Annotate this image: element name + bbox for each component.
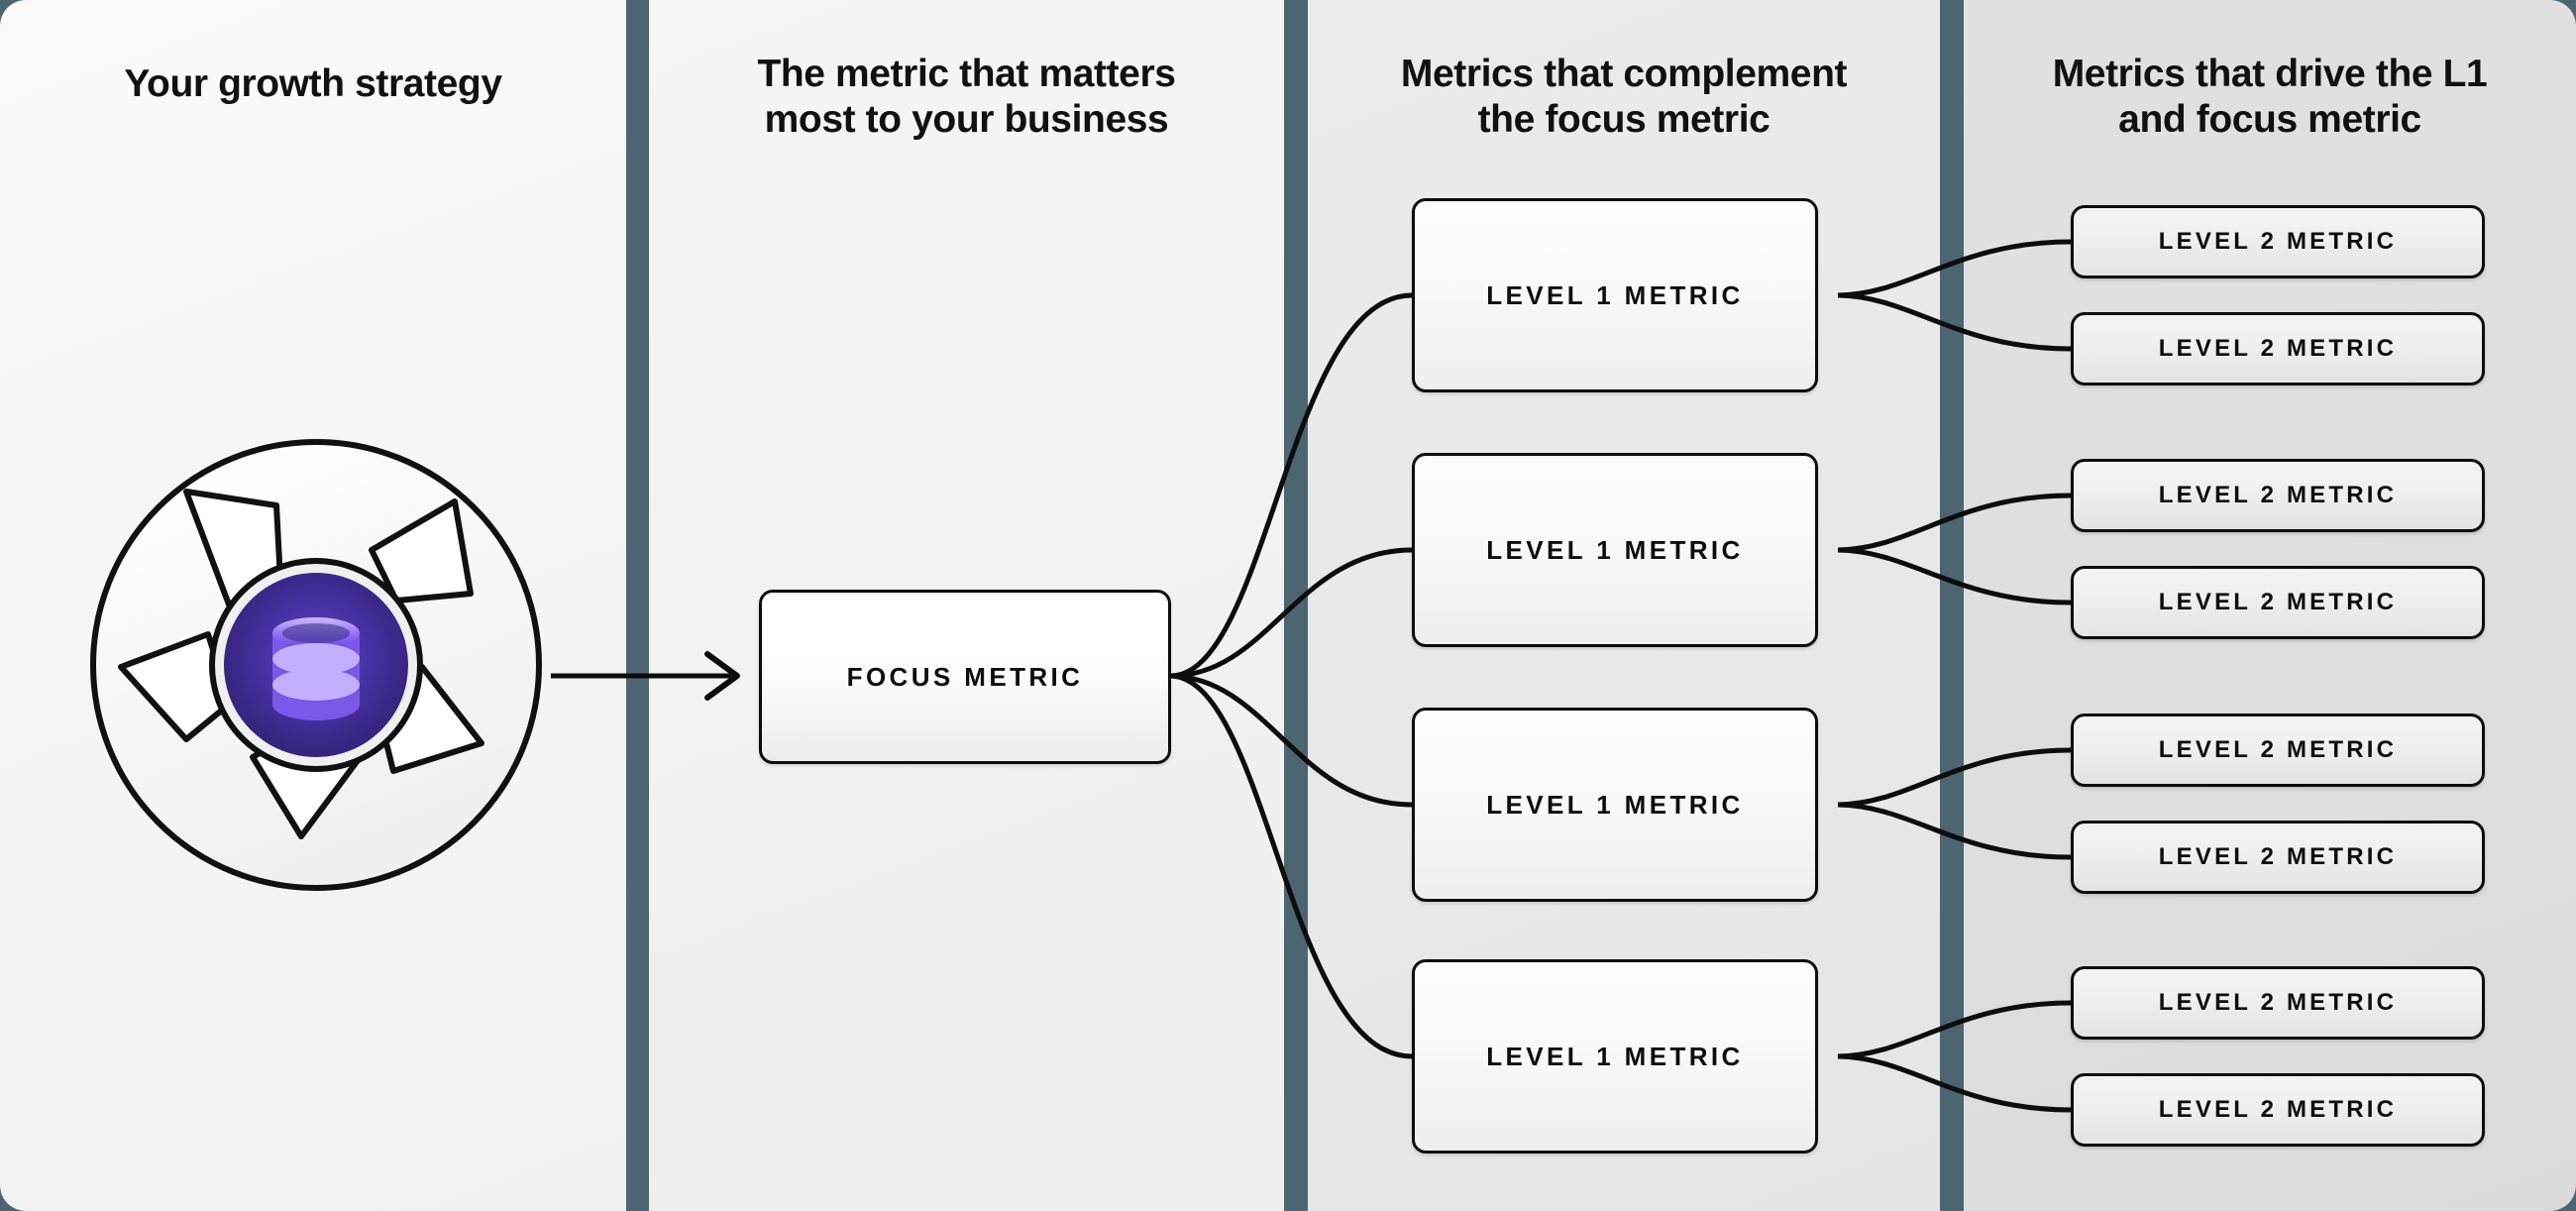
node-level-2-metric-7[interactable]: LEVEL 2 METRIC [2071, 966, 2485, 1040]
node-level-1-metric-4[interactable]: LEVEL 1 METRIC [1412, 959, 1818, 1154]
node-level-2-metric-4[interactable]: LEVEL 2 METRIC [2071, 566, 2485, 639]
node-level-2-metric-1[interactable]: LEVEL 2 METRIC [2071, 205, 2485, 278]
node-level-1-metric-1[interactable]: LEVEL 1 METRIC [1412, 198, 1818, 392]
column-divider-2 [1284, 0, 1307, 1211]
node-focus-metric[interactable]: FOCUS METRIC [759, 590, 1171, 764]
node-level-2-metric-3[interactable]: LEVEL 2 METRIC [2071, 459, 2485, 532]
column-header-growth-strategy: Your growth strategy [124, 62, 502, 105]
column-divider-1 [626, 0, 649, 1211]
node-level-2-metric-5[interactable]: LEVEL 2 METRIC [2071, 714, 2485, 787]
node-level-1-metric-2[interactable]: LEVEL 1 METRIC [1412, 453, 1818, 647]
node-level-2-metric-2[interactable]: LEVEL 2 METRIC [2071, 312, 2485, 385]
column-divider-3 [1940, 0, 1963, 1211]
database-stack-icon [272, 617, 360, 720]
node-level-2-metric-6[interactable]: LEVEL 2 METRIC [2071, 821, 2485, 894]
aperture-database-logo [90, 439, 542, 891]
node-level-2-metric-8[interactable]: LEVEL 2 METRIC [2071, 1073, 2485, 1147]
node-level-1-metric-3[interactable]: LEVEL 1 METRIC [1412, 708, 1818, 902]
